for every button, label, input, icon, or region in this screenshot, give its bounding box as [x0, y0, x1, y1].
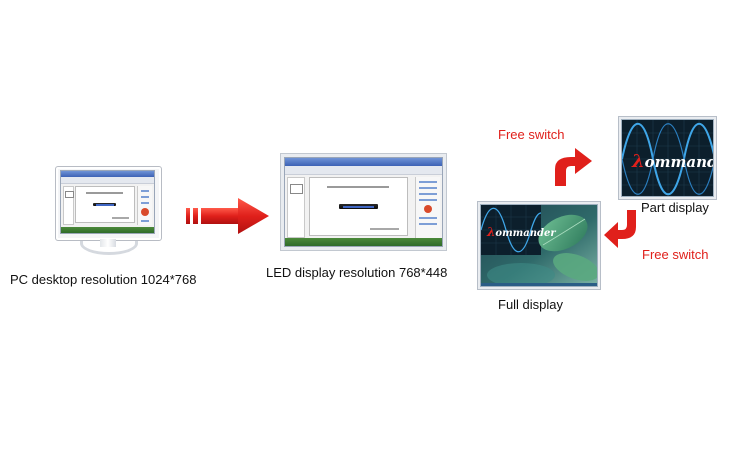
slide-thumbnail: [65, 190, 74, 198]
window-titlebar: [61, 171, 154, 177]
kommander-logo: λommander: [487, 225, 556, 239]
leaf-background-graphic: [481, 205, 597, 286]
page-title-line: [86, 191, 124, 194]
caption-line: [111, 217, 129, 220]
taskbar: [285, 238, 442, 246]
free-switch-top-label: Free switch: [498, 127, 565, 142]
document-page: [308, 177, 408, 236]
pc-resolution-label: PC desktop resolution 1024*768: [10, 272, 197, 287]
led-screen: [284, 157, 443, 247]
led-resolution-label: LED display resolution 768*448: [266, 265, 448, 280]
caption-line: [369, 228, 400, 231]
curved-arrow-icon: [604, 210, 636, 248]
task-pane: [415, 177, 440, 238]
full-display-label: Full display: [498, 297, 564, 312]
kommander-logo: λommander: [632, 151, 713, 172]
pc-monitor-stand: [80, 241, 138, 255]
device-image: [93, 203, 117, 207]
right-arrow-icon: [186, 198, 269, 234]
document-page: [74, 186, 135, 223]
task-pane: [137, 186, 152, 225]
slide-pane: [63, 186, 75, 225]
pc-screen: [60, 170, 155, 234]
part-display-label: Part display: [641, 200, 709, 215]
curved-arrow-icon: [555, 148, 592, 186]
slide-thumbnail: [289, 183, 303, 195]
page-title-line: [327, 185, 390, 188]
device-image: [338, 204, 378, 210]
window-toolbar: [61, 177, 154, 184]
slide-pane: [287, 177, 305, 238]
window-toolbar: [285, 166, 442, 175]
taskbar: [61, 227, 154, 233]
part-display-screen: λommander: [621, 119, 714, 197]
free-switch-bottom-label: Free switch: [642, 247, 709, 262]
window-titlebar: [285, 158, 442, 166]
full-display-screen: λommander: [480, 204, 598, 287]
sine-wave-graphic: [622, 120, 713, 196]
